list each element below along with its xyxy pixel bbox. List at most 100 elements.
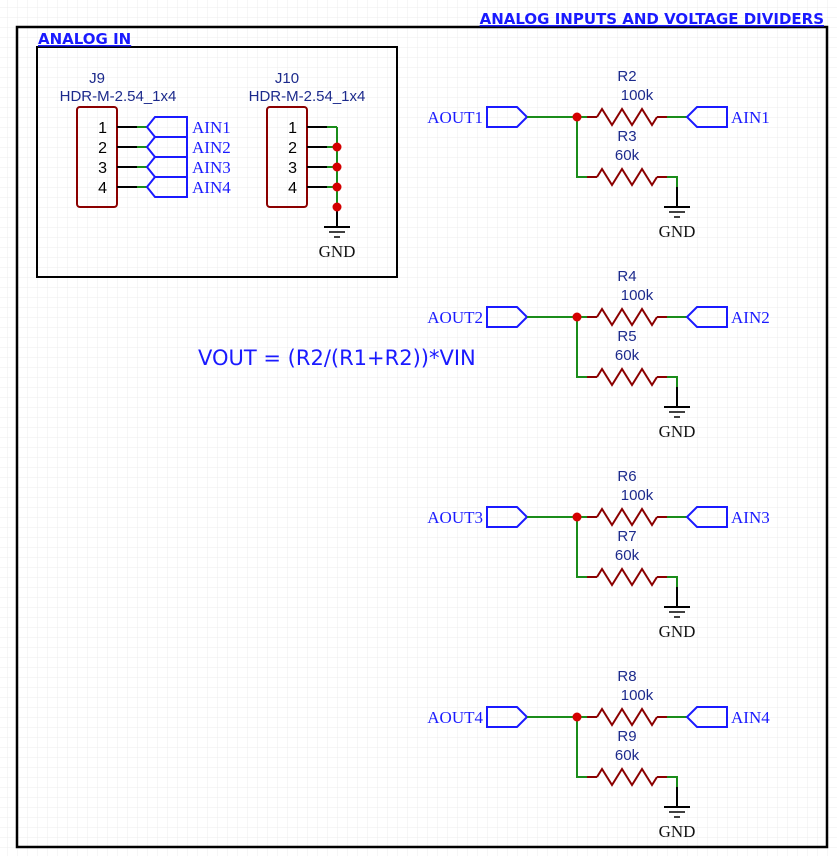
wire[interactable]	[667, 376, 678, 387]
pin-number: 1	[288, 120, 297, 137]
resistor-icon	[596, 707, 658, 727]
net-label: AIN3	[192, 158, 231, 177]
j9-pin-4[interactable]: 4 AIN4	[98, 176, 231, 198]
resistor-icon	[596, 367, 658, 387]
in-net-label: AIN4	[731, 708, 770, 727]
resistor-value: 60k	[615, 747, 640, 764]
junction-dot	[572, 112, 582, 122]
formula-note: VOUT = (R2/(R1+R2))*VIN	[198, 346, 476, 370]
net-flag-icon	[685, 106, 728, 128]
resistor-top[interactable]: R8 100k	[587, 668, 667, 727]
analog-in-title: ANALOG IN	[38, 30, 131, 48]
gnd-label: GND	[659, 422, 696, 441]
resistor-icon	[596, 567, 658, 587]
resistor-ref: R7	[617, 528, 636, 545]
pin-number: 2	[98, 140, 107, 157]
pin-number: 4	[288, 180, 297, 197]
junction-dot	[572, 312, 582, 322]
gnd-label: GND	[659, 622, 696, 641]
wire[interactable]	[576, 717, 587, 778]
j9-pin-3[interactable]: 3 AIN3	[98, 156, 231, 178]
wire[interactable]	[576, 517, 587, 578]
j9-pin-1[interactable]: 1 AIN1	[98, 116, 231, 138]
resistor-ref: R4	[617, 268, 636, 285]
net-label: AIN4	[192, 178, 231, 197]
j9-designator: J9	[89, 70, 105, 87]
wire[interactable]	[667, 176, 678, 187]
resistor-icon	[596, 507, 658, 527]
junction-dot	[572, 712, 582, 722]
net-flag-icon	[145, 116, 188, 138]
pin-number: 3	[288, 160, 297, 177]
j10-footprint: HDR-M-2.54_1x4	[249, 88, 366, 105]
resistor-icon	[596, 767, 658, 787]
j10-gnd-label: GND	[319, 242, 356, 261]
out-net-label: AOUT1	[427, 108, 483, 127]
resistor-icon	[596, 107, 658, 127]
pin-number: 4	[98, 180, 107, 197]
resistor-ref: R2	[617, 68, 636, 85]
resistor-ref: R9	[617, 728, 636, 745]
resistor-ref: R5	[617, 328, 636, 345]
net-flag-icon	[685, 506, 728, 528]
resistor-ref: R6	[617, 468, 636, 485]
sheet-title: ANALOG INPUTS AND VOLTAGE DIVIDERS	[480, 10, 824, 28]
pin-number: 3	[98, 160, 107, 177]
resistor-top[interactable]: R2 100k	[587, 68, 667, 127]
in-net-label: AIN1	[731, 108, 770, 127]
resistor-value: 100k	[621, 687, 654, 704]
junction-dot	[332, 162, 342, 172]
resistor-value: 100k	[621, 287, 654, 304]
sheet-frame	[15, 25, 829, 849]
net-flag-icon	[486, 506, 529, 528]
resistor-ref: R8	[617, 668, 636, 685]
gnd-label: GND	[659, 222, 696, 241]
resistor-top[interactable]: R4 100k	[587, 268, 667, 327]
net-flag-icon	[486, 306, 529, 328]
pin-number: 2	[288, 140, 297, 157]
net-flag-icon	[145, 136, 188, 158]
ground-icon	[664, 606, 690, 618]
in-net-label: AIN2	[731, 308, 770, 327]
out-net-label: AOUT2	[427, 308, 483, 327]
net-flag-icon	[145, 176, 188, 198]
wire[interactable]	[576, 117, 587, 178]
ground-icon	[324, 226, 350, 238]
out-net-label: AOUT4	[427, 708, 483, 727]
net-label: AIN2	[192, 138, 231, 157]
j10-pin-1[interactable]: 1	[288, 120, 337, 137]
net-flag-icon	[685, 306, 728, 328]
wire[interactable]	[667, 576, 678, 587]
junction-dot	[332, 182, 342, 192]
wire[interactable]	[667, 776, 678, 787]
junction-dot	[332, 142, 342, 152]
gnd-label: GND	[659, 822, 696, 841]
ground-icon	[664, 806, 690, 818]
pin-number: 1	[98, 120, 107, 137]
net-flag-icon	[685, 706, 728, 728]
net-flag-icon	[145, 156, 188, 178]
resistor-value: 100k	[621, 87, 654, 104]
net-label: AIN1	[192, 118, 231, 137]
out-net-label: AOUT3	[427, 508, 483, 527]
junction-dot	[572, 512, 582, 522]
resistor-value: 60k	[615, 347, 640, 364]
resistor-value: 60k	[615, 147, 640, 164]
wire[interactable]	[576, 317, 587, 378]
j9-pin-2[interactable]: 2 AIN2	[98, 136, 231, 158]
ground-icon	[664, 206, 690, 218]
j9-body	[76, 106, 118, 208]
